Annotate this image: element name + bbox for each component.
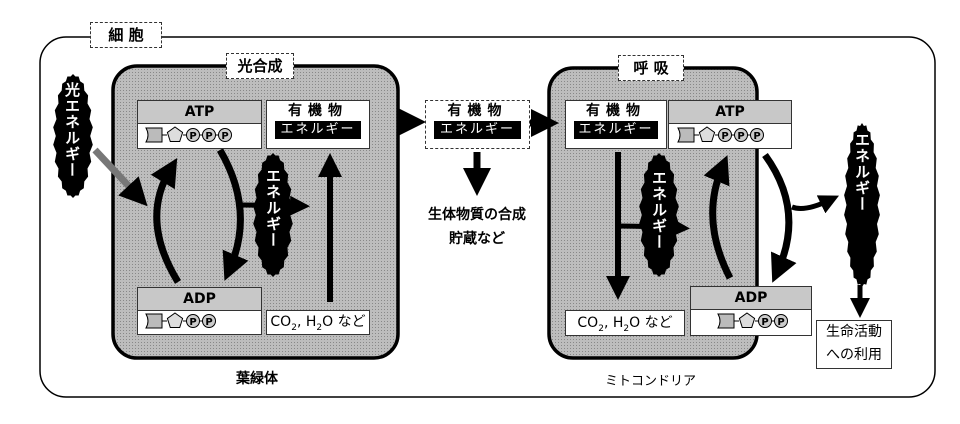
atp-label: ATP [138, 101, 261, 124]
mitochondria-label: ミトコンドリア [605, 374, 697, 389]
atp-to-adp-arrow [216, 148, 249, 281]
atp-box-respiration: ATP [668, 100, 792, 149]
light-energy-text: 光エネルギー [63, 82, 81, 178]
co2-subscript: 2 [291, 322, 297, 333]
h-text: , H [603, 315, 624, 331]
atp-energy-out-arrow [791, 195, 840, 214]
life-activity-box: 生命活動 への利用 [816, 320, 892, 369]
h2o-subscript: 2 [623, 323, 630, 334]
cell-boundary [39, 36, 936, 398]
adp-to-atp-arrow [150, 157, 181, 284]
adp-box-photosynthesis: ADP [137, 287, 262, 335]
photosynthesis-energy-burst [253, 153, 293, 277]
output-energy-burst [844, 123, 880, 287]
light-energy-burst [53, 74, 93, 198]
h-text: , H [296, 314, 317, 330]
o-etc-text: O など [322, 314, 366, 330]
adp-label: ADP [691, 287, 811, 310]
organic-box-middle: 有機物 エネルギー [425, 100, 530, 149]
organic-energy-label: エネルギー [574, 121, 658, 139]
co2-text: CO [577, 315, 599, 331]
cell-label: 細 胞 [90, 22, 162, 48]
uses-line-2: 貯蔵など [449, 231, 505, 247]
photosynthesis-energy-text: エネルギー [264, 168, 282, 248]
co2-text: CO [270, 314, 292, 330]
adp-to-atp-arrow-resp [703, 155, 734, 280]
co2-subscript: 2 [598, 323, 604, 334]
chloroplast-label: 葉緑体 [236, 371, 278, 387]
life-activity-line-1: 生命活動 [826, 324, 882, 340]
products-box: CO2, H2O など [565, 310, 685, 336]
organic-energy-label: エネルギー [275, 121, 361, 139]
adp-label: ADP [138, 288, 261, 311]
output-energy-text: エネルギー [853, 132, 871, 212]
atp-box-photosynthesis: ATP [137, 100, 262, 149]
organic-label: 有機物 [586, 103, 646, 119]
inputs-box: CO2, H2O など [266, 310, 370, 335]
uses-line-1: 生体物質の合成 [428, 207, 526, 223]
respiration-energy-burst [639, 153, 679, 277]
organic-box-photosynthesis: 有機物 エネルギー [266, 100, 370, 149]
organic-energy-label: エネルギー [434, 121, 521, 139]
organic-box-respiration: 有機物 エネルギー [565, 100, 667, 149]
atp-to-adp-arrow-resp [762, 152, 797, 283]
adp-box-respiration: ADP [690, 286, 812, 336]
respiration-energy-text: エネルギー [650, 170, 668, 250]
light-arrow [92, 147, 148, 207]
organic-label: 有機物 [288, 103, 348, 119]
h2o-subscript: 2 [316, 322, 323, 333]
photosynthesis-title: 光合成 [226, 53, 294, 79]
organic-label: 有機物 [447, 103, 508, 119]
life-activity-line-2: への利用 [826, 347, 882, 363]
o-etc-text: O など [629, 315, 673, 331]
respiration-title: 呼 吸 [618, 55, 684, 81]
atp-label: ATP [669, 101, 791, 124]
